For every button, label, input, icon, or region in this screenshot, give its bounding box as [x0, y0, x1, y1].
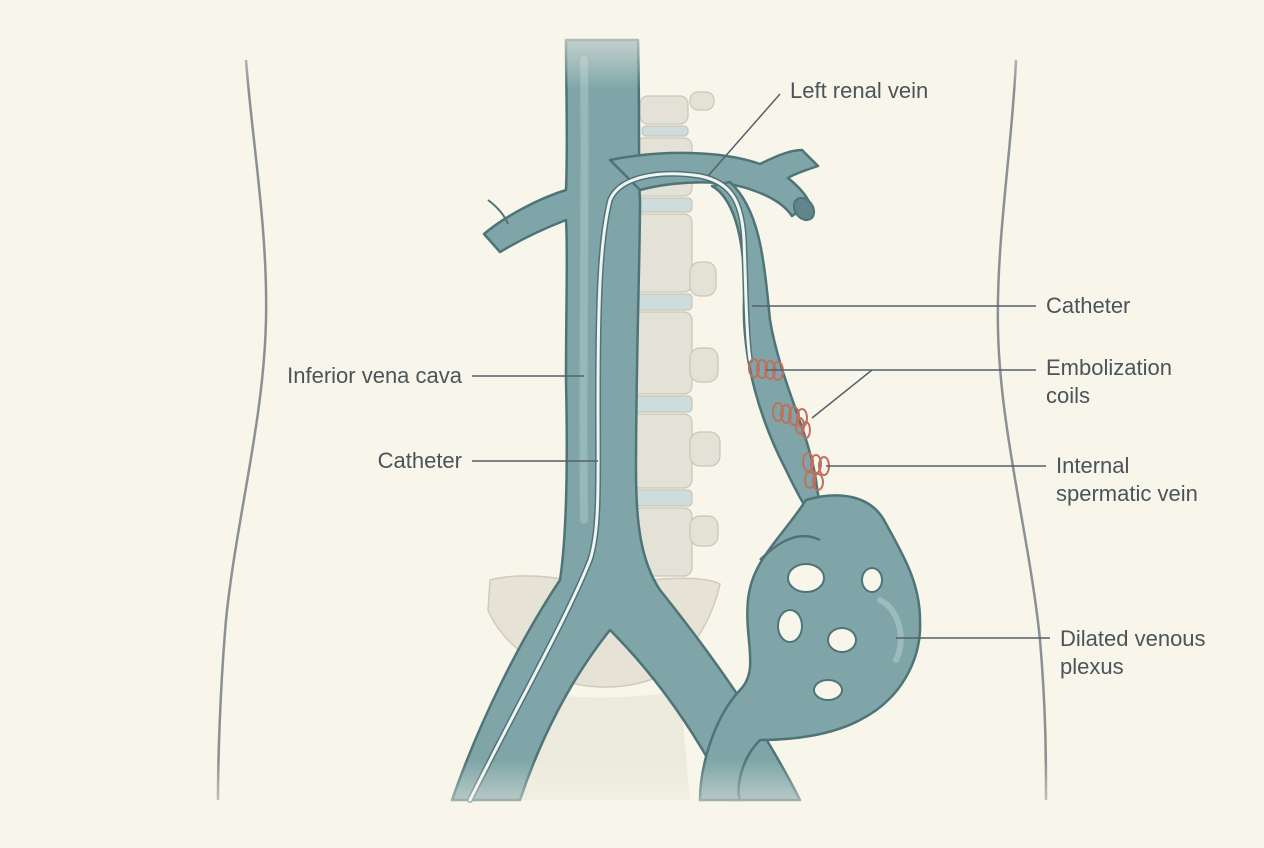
left-renal-vein: [608, 148, 820, 222]
label-catheter-right: Catheter: [1046, 293, 1131, 318]
label-catheter-left: Catheter: [377, 448, 462, 473]
label-left-renal-vein: Left renal vein: [790, 78, 929, 103]
label-embolization-coils: Embolization coils: [1046, 354, 1172, 410]
label-embolization-coils-line1: Embolization: [1046, 355, 1172, 380]
embolization-coils: [748, 358, 830, 491]
leader-embolization-coils-2: [811, 369, 873, 419]
label-embolization-coils-line2: coils: [1046, 383, 1091, 408]
label-inferior-vena-cava: Inferior vena cava: [287, 363, 462, 388]
body-outline-right: [996, 59, 1048, 801]
leader-lines: [472, 93, 1050, 639]
body-outline-left: [216, 59, 268, 801]
label-internal-spermatic-vein-line1: Internal: [1056, 453, 1130, 478]
coil-1: [748, 358, 784, 381]
coil-3: [795, 417, 811, 439]
coil-2: [772, 402, 808, 428]
dilated-venous-plexus: [698, 494, 922, 802]
label-dilated-venous-plexus-line1: Dilated venous: [1060, 626, 1206, 651]
inferior-vena-cava: [450, 38, 802, 802]
label-dilated-venous-plexus: Dilated venous plexus: [1060, 625, 1206, 681]
catheter-core: [468, 172, 752, 802]
label-internal-spermatic-vein: Internal spermatic vein: [1056, 452, 1198, 508]
leader-left-renal-vein: [707, 93, 781, 177]
coil-4: [802, 452, 830, 491]
label-dilated-venous-plexus-line2: plexus: [1060, 654, 1124, 679]
label-internal-spermatic-vein-line2: spermatic vein: [1056, 481, 1198, 506]
